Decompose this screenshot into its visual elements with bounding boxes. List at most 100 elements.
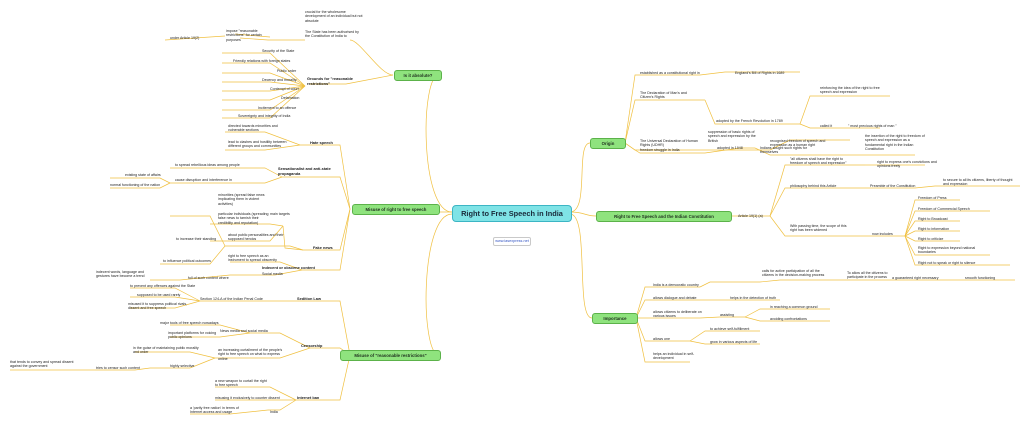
scope-item-commercial-speech: Freedom of Commercial Speech xyxy=(918,207,970,211)
node-crucial: crucial for the wholesome development of… xyxy=(305,10,363,23)
node-partly-free: a 'partly free nation' in terms of Inter… xyxy=(190,406,239,415)
node-express-convictions: right to express one's convictions and o… xyxy=(877,160,937,169)
node-declaration: The Declaration of Man's and Citizen's R… xyxy=(640,91,687,100)
node-target-minorities: minorities (spread false news implicatin… xyxy=(218,193,265,206)
node-existing-state: existing state of affairs xyxy=(125,173,161,177)
scope-item-criticize: Right to criticize xyxy=(918,237,944,241)
node-bill-of-rights: England's Bill of Rights in 1689 xyxy=(735,71,785,75)
node-target-individuals: particular individuals (spreading false … xyxy=(218,212,269,225)
ground-sovereignty: Sovereignty and integrity of India xyxy=(238,114,291,118)
node-guaranteed-right: a guaranteed right necessary xyxy=(892,276,939,280)
branch-importance[interactable]: Importance xyxy=(592,313,638,324)
node-precious-rights: " most precious rights of man " xyxy=(848,124,897,128)
node-allows-one: allows one xyxy=(653,337,670,341)
node-dissent: that tends to convey and spread dissent … xyxy=(10,360,74,369)
node-fake-news: Fake news xyxy=(313,245,333,250)
ground-decency: Decency and morality xyxy=(262,78,297,82)
node-freedom-struggle: freedom struggle in India xyxy=(640,148,680,152)
node-adopted-1948: adopted in 1948 xyxy=(717,146,743,150)
ground-public-order: Public order xyxy=(277,69,297,73)
node-common-ground: in reaching a common ground xyxy=(770,305,818,309)
node-dialogue-debate: allows dialogue and debate xyxy=(653,296,697,300)
node-philosophy: philosophy behind this Article xyxy=(790,184,837,188)
node-self-fulfillment: to achieve self-fulfillment xyxy=(710,327,750,331)
branch-constitution[interactable]: Right to Free Speech and the Indian Cons… xyxy=(596,211,732,222)
node-prevent-offences: to prevent any offences against the Stat… xyxy=(130,284,196,288)
scope-item-beyond-boundaries: Right to expression beyond national boun… xyxy=(918,246,976,255)
node-main-targets: main targets xyxy=(270,212,290,216)
node-misused-suppress: misused it to suppress political rivals,… xyxy=(128,302,188,311)
node-grow: grow in various aspects of life xyxy=(710,340,758,344)
node-under-article: under Article 19(2) xyxy=(170,36,200,40)
ground-security: Security of the State xyxy=(262,49,295,53)
node-censorship: Censorship xyxy=(301,343,323,348)
node-public-personalities: about public personalities and their sup… xyxy=(228,233,284,242)
node-human-right: recognised freedom of speech and express… xyxy=(770,139,826,148)
node-self-development: helps an individual in self-development xyxy=(653,352,695,361)
node-india: India xyxy=(270,410,278,414)
scope-item-broadcast: Right to Broadcast xyxy=(918,217,948,221)
node-increase-standing: to increase their standing xyxy=(176,237,217,241)
node-curtailment: an increasing curtailment of the people'… xyxy=(218,348,283,361)
node-rebellious-ideas: to spread rebellious ideas among people xyxy=(175,163,240,167)
node-indecent-content: Indecent or obscene content xyxy=(262,265,315,270)
node-normal-functioning: normal functioning of the nation xyxy=(110,183,161,187)
node-grounds: Grounds for "reasonable restrictions" xyxy=(307,76,353,86)
ground-incitement: Incitement to an offence xyxy=(258,106,297,110)
node-insertion: the insertion of the right to freedom of… xyxy=(865,134,925,151)
node-highly-selective: highly selective xyxy=(170,364,195,368)
node-suppression: suppression of basic rights of speech an… xyxy=(708,130,756,143)
node-internet-ban: Internet ban xyxy=(297,395,320,400)
node-scope-widened: With passing time, the scope of this rig… xyxy=(790,224,847,233)
scope-item-information: Right to information xyxy=(918,227,950,231)
node-obscenity: right to free speech as an instrument to… xyxy=(228,254,277,263)
node-social-media: Social media xyxy=(262,272,283,276)
node-all-citizens: "all citizens shall have the right to fr… xyxy=(790,157,847,166)
node-now-includes: now includes xyxy=(872,232,893,236)
ground-defamation: Defamation xyxy=(281,96,300,100)
node-used-rarely: supposed to be used rarely xyxy=(137,293,181,297)
node-indecent-trend: indecent words, language and gestures ha… xyxy=(96,270,145,279)
node-reinforcing: reinforcing the idea of the right to fre… xyxy=(820,86,880,95)
branch-origin[interactable]: Origin xyxy=(590,138,626,149)
node-article-19: Article 19(1) (a) xyxy=(738,214,763,218)
branch-misuse-of-restrictions[interactable]: Misuse of "reasonable restrictions" xyxy=(340,350,441,361)
node-impose: impose "reasonable restrictions" for cer… xyxy=(226,29,262,42)
node-democratic: India is a democratic country xyxy=(653,283,699,287)
node-active-participation: calls for active participation of all th… xyxy=(762,269,825,278)
branch-misuse-of-right[interactable]: Misuse of right to free speech xyxy=(352,204,440,215)
central-topic[interactable]: Right to Free Speech in India xyxy=(452,205,572,222)
ground-contempt: Contempt of court xyxy=(270,87,299,91)
node-authorised: The State has been authorised by the Con… xyxy=(305,30,359,39)
node-counter-dissent: misusing it exclusively to counter disse… xyxy=(215,396,280,400)
ground-friendly-relations: Friendly relations with foreign states xyxy=(233,59,291,63)
scope-item-silence: Right not to speak or right to silence xyxy=(918,261,976,265)
node-hate-speech: Hate speech xyxy=(310,140,333,145)
branch-is-it-absolute[interactable]: Is it absolute? xyxy=(394,70,442,81)
node-news-social-media: News media and social media xyxy=(220,329,268,333)
node-full-of-content: full of such content where xyxy=(188,276,229,280)
node-called-it: called it xyxy=(820,124,833,128)
node-political-outcomes: to influence political outcomes xyxy=(163,259,211,263)
node-sedition-law: Sedition Law xyxy=(297,296,321,301)
node-major-tools: major tools of free speech nowadays xyxy=(160,321,219,325)
node-secure-liberty: to secure to all its citizens, liberty o… xyxy=(943,178,1013,187)
scope-item-press: Freedom of Press xyxy=(918,196,947,200)
node-indians-sought: Indians sought such rights for themselve… xyxy=(760,146,807,155)
node-avoiding-confrontations: avoiding confrontations xyxy=(770,317,807,321)
website-link[interactable]: www.iasexpress.net xyxy=(493,237,531,246)
node-hate-clashes: lead to clashes and hostility between di… xyxy=(228,140,287,149)
node-udhr: The Universal Declaration of Human Right… xyxy=(640,139,698,148)
node-french-revolution: adopted by the French Revolution in 1789 xyxy=(716,119,783,123)
node-new-weapon: a new weapon to curtail the right to fre… xyxy=(215,379,267,388)
node-detection-truth: helps in the detection of truth xyxy=(730,296,777,300)
node-section-124a: Section 124-A of the Indian Penal Code xyxy=(200,297,263,301)
node-allow-citizens: To allow all the citizens to participate… xyxy=(847,271,888,280)
node-hate-minorities: directed towards minorities and vulnerab… xyxy=(228,124,278,133)
node-guise-morality: in the guise of maintaining public moral… xyxy=(133,346,199,355)
node-established: established as a constitutional right in xyxy=(640,71,700,75)
node-preamble: Preamble of the Constitution xyxy=(870,184,916,188)
node-disruption: cause disruption and interference in xyxy=(175,178,232,182)
